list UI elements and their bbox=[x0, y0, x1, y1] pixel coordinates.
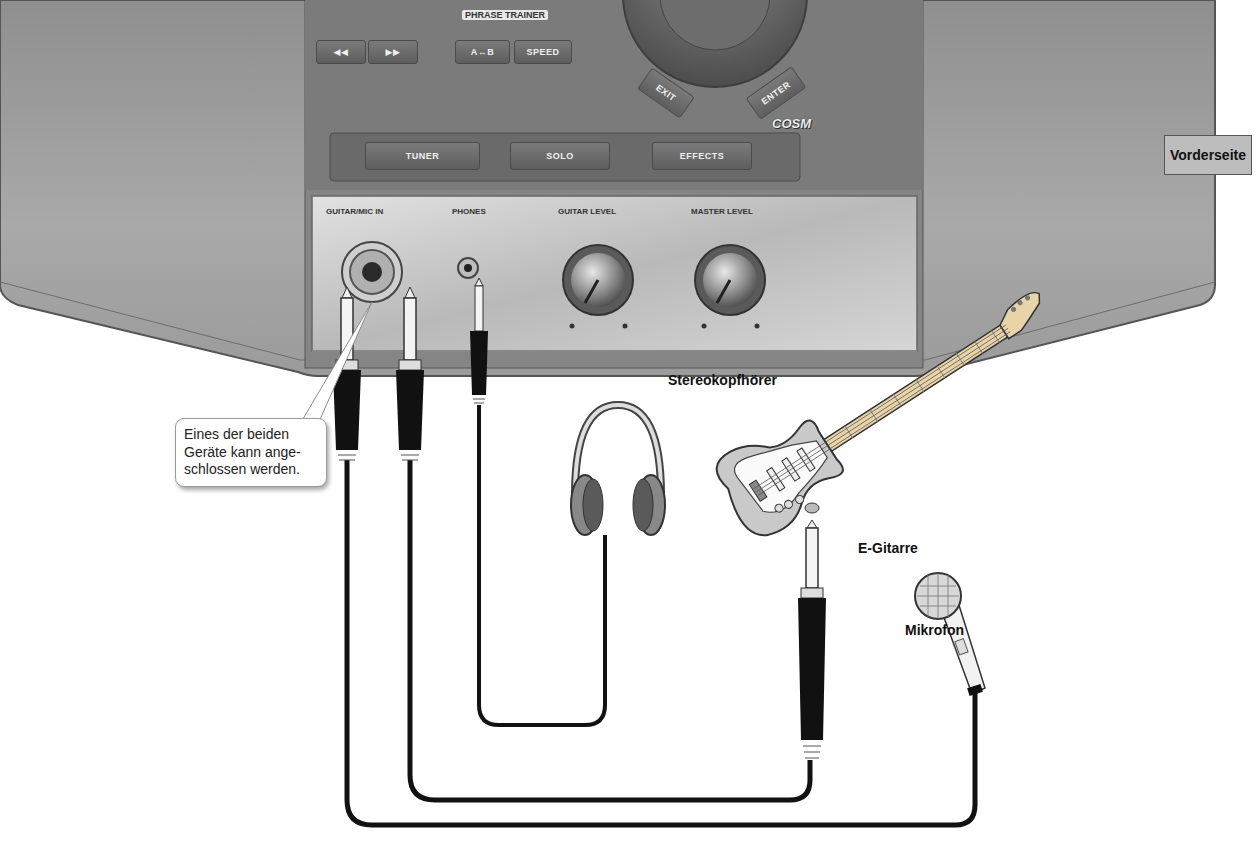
effects-button: EFFECTS bbox=[652, 142, 752, 170]
enter-button: ENTER bbox=[746, 66, 807, 119]
trainer-button: SPEED bbox=[514, 40, 572, 64]
transport-button: ◀◀ bbox=[316, 40, 366, 64]
node-text: EFFECTS bbox=[680, 151, 725, 161]
panel-heading: PHRASE TRAINER bbox=[462, 10, 548, 20]
node-text: SPEED bbox=[526, 47, 559, 57]
device-label: E-Gitarre bbox=[858, 540, 918, 556]
tuner-button: TUNER bbox=[365, 142, 480, 170]
device-label: Mikrofon bbox=[905, 622, 964, 638]
node-text: ▶▶ bbox=[386, 47, 401, 57]
jack-label: PHONES bbox=[452, 207, 486, 216]
device-label: Stereokopfhörer bbox=[668, 372, 777, 388]
node-text: SOLO bbox=[546, 151, 574, 161]
transport-button: ▶▶ bbox=[368, 40, 418, 64]
callout-box: Eines der beiden Geräte kann ange- schlo… bbox=[175, 418, 327, 487]
node-text: Eines der beiden Geräte kann ange- schlo… bbox=[184, 426, 318, 479]
jack-label: GUITAR/MIC IN bbox=[326, 207, 383, 216]
node-text: Vorderseite bbox=[1170, 147, 1246, 163]
node-text: ENTER bbox=[760, 79, 793, 106]
brand-logo: COSM bbox=[772, 116, 811, 131]
node-text: EXIT bbox=[654, 83, 678, 104]
node-text: ◀◀ bbox=[334, 47, 349, 57]
view-tag: Vorderseite bbox=[1164, 135, 1252, 175]
trainer-button: A↔B bbox=[455, 40, 510, 64]
exit-button: EXIT bbox=[637, 67, 695, 118]
node-text: TUNER bbox=[406, 151, 440, 161]
solo-button: SOLO bbox=[510, 142, 610, 170]
node-text: A↔B bbox=[471, 47, 495, 57]
knob-label: GUITAR LEVEL bbox=[558, 207, 616, 216]
knob-label: MASTER LEVEL bbox=[691, 207, 753, 216]
